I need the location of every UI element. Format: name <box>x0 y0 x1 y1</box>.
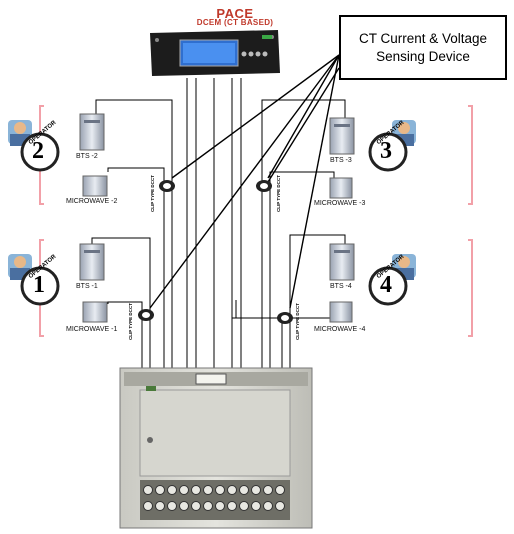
operator-2-number: 2 <box>32 138 44 164</box>
bts-4-unit <box>329 243 355 281</box>
microwave-3-unit <box>329 177 353 199</box>
bts-2-unit <box>79 113 105 151</box>
breaker-knob <box>215 485 225 495</box>
breaker-knob <box>263 501 273 511</box>
breaker-knob <box>191 485 201 495</box>
ct-label-4: CLIP TYPE DCCT <box>295 303 300 340</box>
operator-person-icon <box>368 254 416 306</box>
breaker-knob <box>167 485 177 495</box>
breaker-knob <box>143 501 153 511</box>
microwave-4-unit <box>329 301 353 323</box>
operator-4-badge: OPERATOR 4 <box>366 252 422 315</box>
operator-4-number: 4 <box>380 272 392 298</box>
microwave-3-label: MICROWAVE -3 <box>314 200 366 207</box>
operator-person-icon <box>8 120 60 172</box>
breaker-knob <box>143 485 153 495</box>
dcem-subtitle: DCEM (CT BASED) <box>196 18 274 27</box>
ct-sensor-4 <box>277 312 293 324</box>
breaker-knob <box>239 485 249 495</box>
bts-4-label: BTS -4 <box>330 283 352 290</box>
bts-1-unit <box>79 243 105 281</box>
breaker-knob <box>191 501 201 511</box>
breaker-knob <box>179 501 189 511</box>
ct-label-3: CLIP TYPE DCCT <box>276 175 281 212</box>
breaker-knob <box>251 501 261 511</box>
ct-label-1: CLIP TYPE DCCT <box>128 303 133 340</box>
microwave-2-label: MICROWAVE -2 <box>66 198 118 205</box>
microwave-1-unit <box>82 301 108 323</box>
dcem-meter-device <box>150 30 280 76</box>
ct-sensor-3 <box>256 180 272 192</box>
breaker-knob <box>167 501 177 511</box>
breaker-knob <box>155 485 165 495</box>
breaker-knob <box>179 485 189 495</box>
bts-3-label: BTS -3 <box>330 157 352 164</box>
breaker-knob <box>203 501 213 511</box>
microwave-2-unit <box>82 175 108 197</box>
bts-1-label: BTS -1 <box>76 283 98 290</box>
breaker-knob <box>275 485 285 495</box>
pace-title: PACE <box>216 6 254 21</box>
operator-1-badge: OPERATOR 1 <box>6 252 62 315</box>
bts-2-label: BTS -2 <box>76 153 98 160</box>
microwave-4-label: MICROWAVE -4 <box>314 326 366 333</box>
ct-sensor-2 <box>159 180 175 192</box>
ct-callout-box: CT Current & Voltage Sensing Device <box>339 15 507 80</box>
bts-3-unit <box>329 117 355 155</box>
wiring <box>91 78 346 370</box>
breaker-knob <box>155 501 165 511</box>
microwave-1-label: MICROWAVE -1 <box>66 326 118 333</box>
breaker-knob <box>227 485 237 495</box>
callout-text: CT Current & Voltage Sensing Device <box>358 30 488 64</box>
breaker-knob <box>215 501 225 511</box>
operator-3-number: 3 <box>380 138 392 164</box>
breaker-knob <box>227 501 237 511</box>
breaker-knob <box>251 485 261 495</box>
ct-label-2: CLIP TYPE DCCT <box>150 175 155 212</box>
operator-person-icon <box>8 254 60 306</box>
callout-pointers <box>149 54 340 309</box>
breaker-knob <box>239 501 249 511</box>
operator-2-badge: OPERATOR 2 <box>6 118 62 181</box>
operator-3-badge: OPERATOR 3 <box>366 118 422 181</box>
operator-1-number: 1 <box>33 272 45 298</box>
operator-person-icon <box>368 120 416 172</box>
breaker-knob <box>275 501 285 511</box>
breaker-knob <box>203 485 213 495</box>
breaker-knob <box>263 485 273 495</box>
ct-sensor-1 <box>138 309 154 321</box>
